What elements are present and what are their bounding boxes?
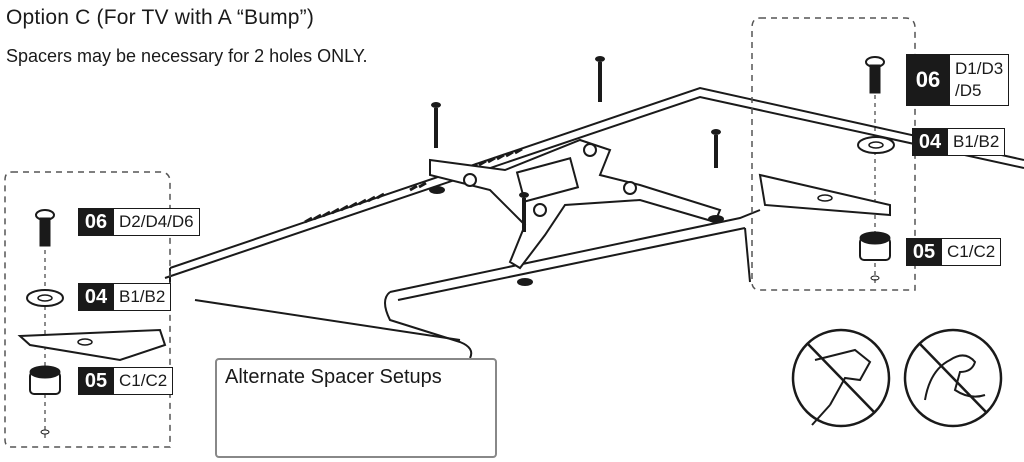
no-power-drill-icon (791, 328, 891, 428)
right-detail-box (751, 17, 916, 291)
callout-spacer-right: 05 C1/C2 (906, 238, 1002, 266)
callout-screw-right: 06 D1/D3 /D5 (906, 54, 1010, 106)
callout-spacer-left: 05 C1/C2 (78, 367, 174, 395)
alternate-spacer-title: Alternate Spacer Setups (225, 366, 442, 388)
callout-parts: B1/B2 (114, 283, 172, 311)
callout-washer-right: 04 B1/B2 (912, 128, 1006, 156)
callout-number: 06 (78, 208, 114, 236)
callout-parts: C1/C2 (942, 238, 1002, 266)
callout-parts-line1: D1/D3 (955, 59, 1004, 78)
no-overtighten-icon (903, 328, 1003, 428)
center-screws (434, 62, 718, 232)
callout-washer-left: 04 B1/B2 (78, 283, 172, 311)
left-detail-box (4, 171, 171, 448)
right-screw-stack (758, 56, 895, 285)
tv-bump (194, 209, 761, 359)
callout-parts-line2: /D5 (955, 81, 982, 100)
page-subtitle: Spacers may be necessary for 2 holes ONL… (6, 46, 368, 66)
callout-number: 04 (78, 283, 114, 311)
callout-screw-left: 06 D2/D4/D6 (78, 208, 200, 236)
mount-bracket (429, 138, 722, 270)
callout-parts: D2/D4/D6 (114, 208, 200, 236)
center-spacers (429, 186, 724, 286)
callout-parts: C1/C2 (114, 367, 174, 395)
callout-parts: B1/B2 (948, 128, 1006, 156)
callout-number: 04 (912, 128, 948, 156)
callout-number: 05 (78, 367, 114, 395)
page-title: Option C (For TV with A “Bump”) (6, 6, 315, 29)
alternate-spacer-box: Alternate Spacer Setups (215, 358, 497, 458)
callout-number: 06 (906, 54, 950, 106)
center-screw-heads (431, 56, 721, 198)
callout-parts: D1/D3 /D5 (950, 54, 1010, 106)
callout-number: 05 (906, 238, 942, 266)
left-screw-stack (17, 209, 167, 440)
